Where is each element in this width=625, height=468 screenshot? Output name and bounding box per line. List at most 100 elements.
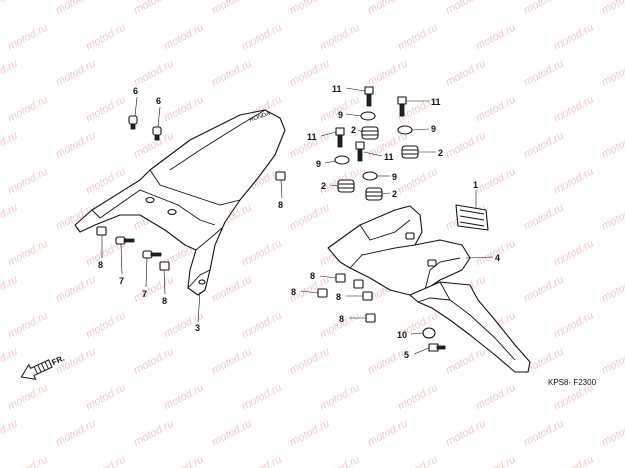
watermark-text: motod.ru [210, 418, 254, 449]
watermark-text: motod.ru [84, 22, 128, 53]
watermark-text: motod.ru [522, 0, 566, 17]
lower-hardware [317, 273, 446, 352]
watermark-text: motod.ru [444, 0, 488, 17]
callout-6: 6 [156, 96, 161, 106]
watermark-text: motod.ru [132, 418, 176, 449]
fender-fasteners [96, 115, 286, 271]
watermark-text: motod.ru [600, 418, 625, 449]
callout-11: 11 [332, 84, 342, 94]
watermark-text: motod.ru [522, 418, 566, 449]
watermark-text: motod.ru [84, 382, 128, 413]
callout-3: 3 [195, 323, 200, 333]
watermark-text: motod.ru [474, 166, 518, 197]
callout-11: 11 [384, 152, 394, 162]
watermark-text: motod.ru [84, 94, 128, 125]
watermark-text: motod.ru [552, 454, 596, 468]
watermark-text: motod.ru [600, 58, 625, 89]
watermark-text: motod.ru [6, 454, 50, 468]
watermark-text: motod.ru [54, 0, 98, 17]
watermark-text: motod.ru [240, 238, 284, 269]
callout-2: 2 [392, 189, 397, 199]
reflector [455, 204, 489, 231]
watermark-text: motod.ru [288, 0, 332, 17]
watermark-text: motod.ru [0, 346, 20, 377]
watermark-text: motod.ru [522, 130, 566, 161]
watermark-text: motod.ru [474, 454, 518, 468]
watermark-text: motod.ru [522, 58, 566, 89]
callout-5: 5 [404, 350, 409, 360]
watermark-text: motod.ru [210, 346, 254, 377]
watermark-text: motod.ru [54, 274, 98, 305]
watermark-text: motod.ru [552, 166, 596, 197]
watermark-text: motod.ru [396, 166, 440, 197]
callout-8: 8 [336, 292, 341, 302]
watermark-text: motod.ru [132, 274, 176, 305]
callout-1: 1 [473, 180, 478, 190]
callout-4: 4 [495, 253, 500, 263]
callout-7: 7 [119, 276, 124, 286]
watermark-text: motod.ru [288, 58, 332, 89]
watermark-text: motod.ru [522, 202, 566, 233]
watermark-text: motod.ru [240, 310, 284, 341]
callout-labels: 6 6 8 8 7 7 8 3 11 11 9 9 11 2 2 11 9 9 … [98, 84, 500, 360]
watermark-text: motod.ru [474, 382, 518, 413]
watermark-text: motod.ru [366, 58, 410, 89]
callout-2: 2 [351, 125, 356, 135]
watermark-text: motod.ru [210, 274, 254, 305]
watermark-text: motod.ru [0, 0, 20, 17]
watermark-text: motod.ru [318, 454, 362, 468]
watermark-text: motod.ru [474, 22, 518, 53]
watermark-text: motod.ru [396, 22, 440, 53]
watermark-text: motod.ru [444, 418, 488, 449]
rear-bracket [327, 205, 471, 296]
callout-11: 11 [307, 132, 317, 142]
callout-6: 6 [133, 86, 138, 96]
rear-fender: HONDA [74, 109, 286, 296]
callout-11: 11 [431, 97, 441, 107]
watermark-text: motod.ru [600, 130, 625, 161]
leader-lines [101, 87, 494, 355]
watermark-text: motod.ru [162, 94, 206, 125]
callout-7: 7 [142, 289, 147, 299]
watermark-text: motod.ru [54, 58, 98, 89]
watermark-text: motod.ru [552, 94, 596, 125]
watermark-text: motod.ru [552, 310, 596, 341]
callout-2: 2 [321, 181, 326, 191]
callout-8: 8 [310, 271, 315, 281]
watermark-text: motod.ru [288, 202, 332, 233]
watermark-text: motod.ru [444, 130, 488, 161]
watermark-text: motod.ru [474, 94, 518, 125]
watermark-text: motod.ru [552, 238, 596, 269]
watermark-text: motod.ru [6, 22, 50, 53]
watermark-text: motod.ru [0, 202, 20, 233]
watermark-text: motod.ru [54, 130, 98, 161]
callout-9: 9 [431, 124, 436, 134]
watermark-text: motod.ru [0, 58, 20, 89]
watermark-text: motod.ru [240, 454, 284, 468]
callout-2: 2 [438, 148, 443, 158]
watermark-text: motod.ru [0, 274, 20, 305]
watermark-text: motod.ru [444, 346, 488, 377]
watermark-text: motod.ru [240, 382, 284, 413]
watermark-text: motod.ru [318, 22, 362, 53]
watermark-text: motod.ru [6, 94, 50, 125]
watermark-text: motod.ru [600, 274, 625, 305]
watermark-text: motod.ru [132, 58, 176, 89]
watermark-text: motod.ru [366, 418, 410, 449]
watermark-text: motod.ru [6, 238, 50, 269]
watermark-text: motod.ru [84, 310, 128, 341]
watermark-text: motod.ru [210, 0, 254, 17]
callout-9: 9 [392, 172, 397, 182]
watermark-text: motod.ru [366, 0, 410, 17]
watermark-text: motod.ru [162, 454, 206, 468]
callout-10: 10 [397, 330, 407, 340]
callout-9: 9 [338, 110, 343, 120]
watermark-text: motod.ru [0, 130, 20, 161]
watermark-text: motod.ru [600, 346, 625, 377]
watermark-text: motod.ru [132, 346, 176, 377]
watermark-text: motod.ru [6, 310, 50, 341]
watermark-text: motod.ru [288, 346, 332, 377]
watermark-text: motod.ru [396, 454, 440, 468]
